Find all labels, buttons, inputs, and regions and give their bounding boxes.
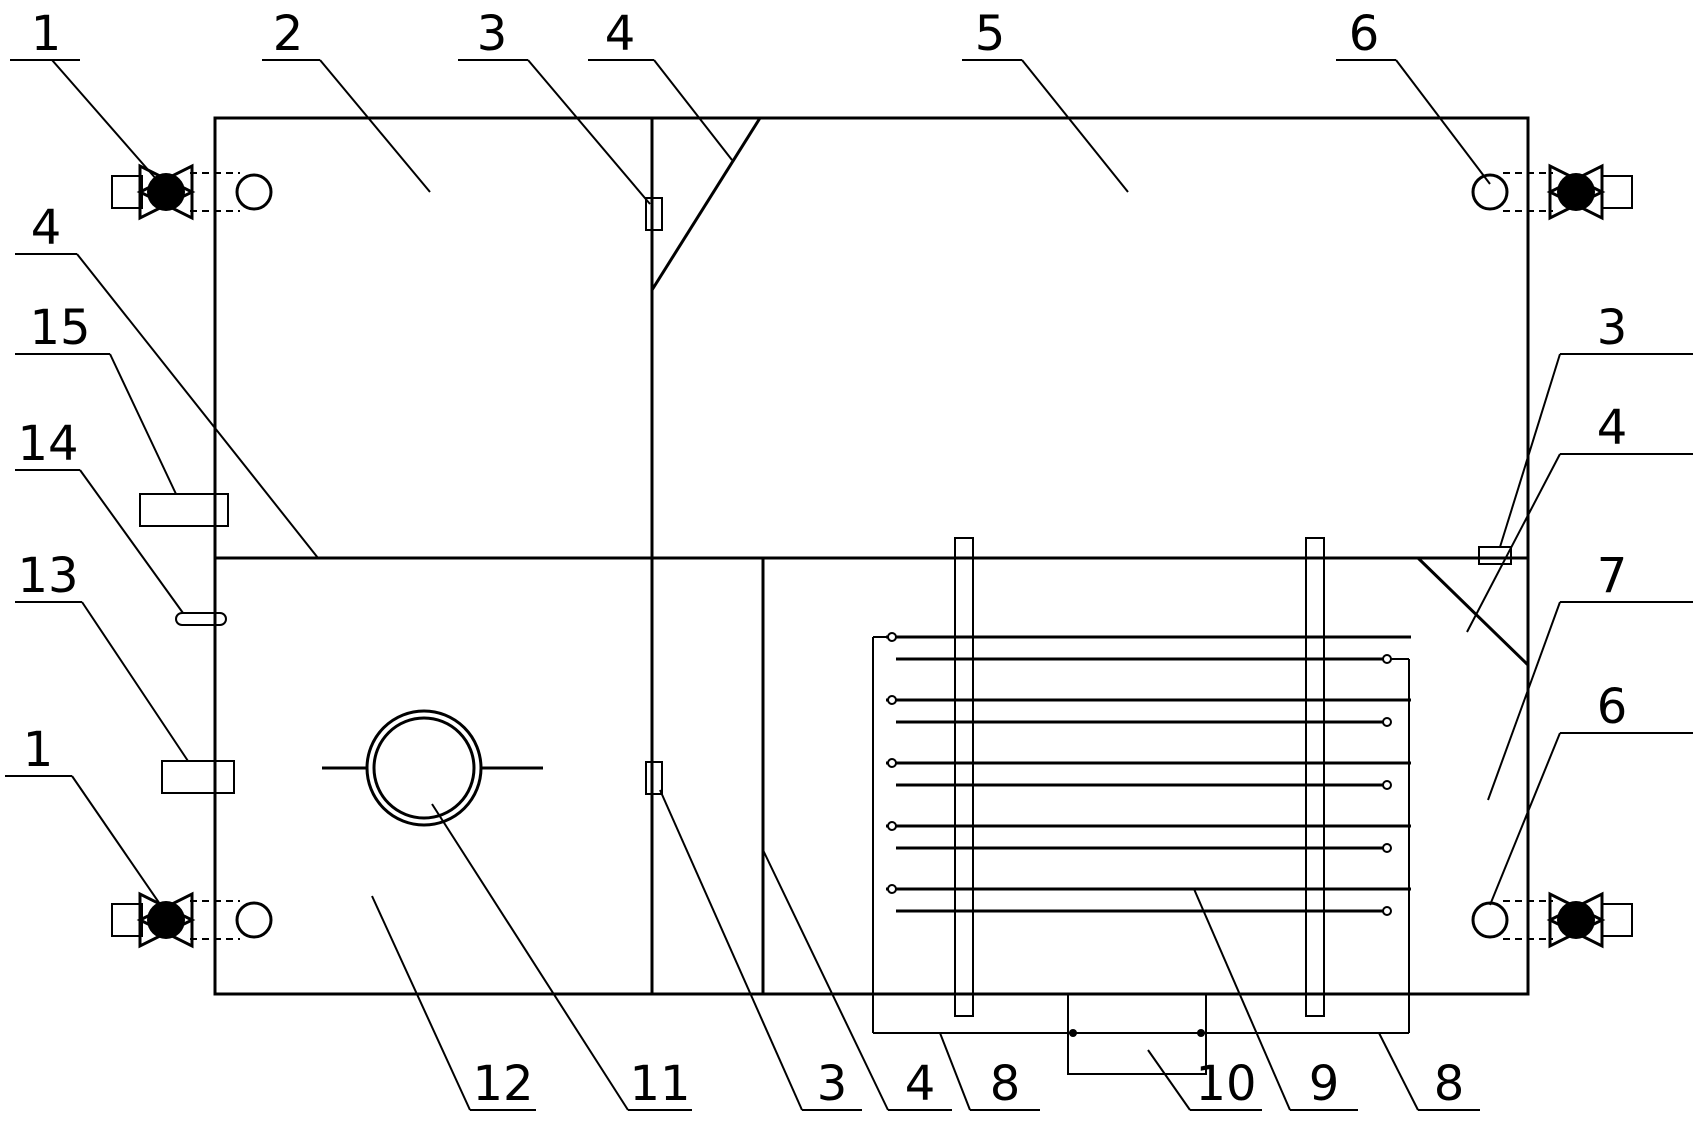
label-port-6-top: 6 (1349, 6, 1380, 62)
valve-bottom-right (1471, 891, 1633, 949)
support-bar-right (1305, 537, 1325, 1017)
label-chamber-5: 5 (975, 6, 1006, 62)
port-circle (235, 901, 273, 939)
left-pipes (139, 493, 235, 794)
baffle-right (1416, 556, 1530, 667)
port-circle (235, 173, 273, 211)
box-10 (1067, 994, 1207, 1075)
valve-ball (147, 901, 185, 939)
tube-joint (1382, 843, 1392, 853)
sensor-top (645, 197, 663, 231)
label-baffle-4-left: 4 (31, 200, 62, 256)
valve-ball (147, 173, 185, 211)
tube-joint (887, 758, 897, 768)
label-baffle-4-top: 4 (605, 6, 636, 62)
label-chamber-2: 2 (273, 6, 304, 62)
label-chamber-12: 12 (472, 1056, 533, 1112)
label-pipe-14: 14 (17, 416, 78, 472)
sensors (645, 197, 1512, 795)
baffle-top (650, 117, 762, 291)
label-valve-bottom-left: 1 (23, 722, 54, 778)
label-frame-8-left: 8 (990, 1056, 1021, 1112)
label-pipe-13: 13 (17, 548, 78, 604)
support-bar-left (954, 537, 974, 1017)
reference-numerals: 1 2 3 4 5 6 4 15 3 14 4 13 7 1 6 12 11 3… (17, 6, 1627, 1112)
label-valve-top-left: 1 (31, 6, 62, 62)
heating-tubes (886, 632, 1411, 916)
valve-ball (1557, 173, 1595, 211)
leader-lines (5, 59, 1693, 1111)
label-frame-8-right: 8 (1434, 1056, 1465, 1112)
label-sensor-3-top: 3 (477, 6, 508, 62)
sensor-bottom (645, 761, 663, 795)
pipe-13 (161, 760, 235, 794)
tube-joint (1382, 780, 1392, 790)
tube-joint (887, 884, 897, 894)
label-sensor-3-bottom: 3 (817, 1056, 848, 1112)
tube-bundle (872, 537, 1411, 1075)
label-pipe-15: 15 (29, 300, 90, 356)
tube-joint (1382, 906, 1392, 916)
tube-joint (887, 632, 897, 642)
tube-joint (1382, 717, 1392, 727)
label-tubes-9: 9 (1309, 1056, 1340, 1112)
port-circle (1471, 173, 1509, 211)
port-circle (1471, 901, 1509, 939)
tube-joint (887, 821, 897, 831)
label-box-10: 10 (1195, 1056, 1256, 1112)
valve-ball (1557, 901, 1595, 939)
tube-joint (887, 695, 897, 705)
label-chamber-7: 7 (1597, 548, 1628, 604)
sensor-right (1478, 546, 1512, 565)
tube-joint (1382, 654, 1392, 664)
label-baffle-4-right: 4 (1597, 400, 1628, 456)
valve-bottom-left (111, 891, 273, 949)
tank-outline (213, 116, 1530, 996)
pipe-14 (175, 612, 227, 626)
label-port-6-bottom: 6 (1597, 679, 1628, 735)
manhole (322, 709, 543, 827)
valve-top-right (1471, 163, 1633, 221)
label-sensor-3-right: 3 (1597, 300, 1628, 356)
label-baffle-4-bottom: 4 (905, 1056, 936, 1112)
label-manhole-11: 11 (629, 1056, 690, 1112)
valve-top-left (111, 163, 273, 221)
tank-structure (213, 116, 1530, 996)
pipe-15 (139, 493, 229, 527)
